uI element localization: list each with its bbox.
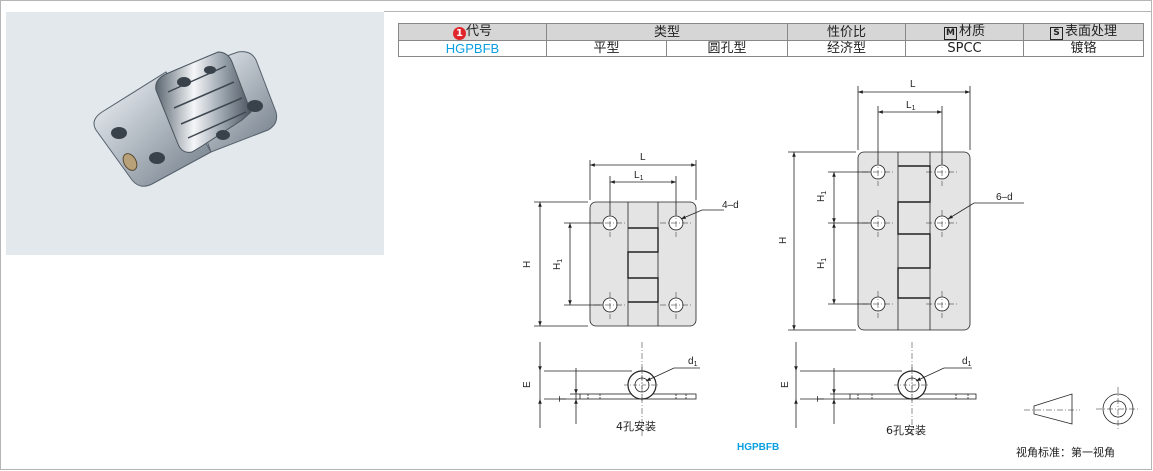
- left-hinge-front-view: [534, 160, 724, 327]
- spec-table-row: HGPBFB 平型 圆孔型 经济型 SPCC 镀铬: [398, 40, 1144, 57]
- left-label-holes: 4–d: [722, 200, 739, 211]
- right-label-holes: 6–d: [996, 192, 1013, 203]
- right-caption: 6孔安装: [886, 423, 926, 437]
- technical-drawing: L L1 H H1 4–d E T d1 4孔安装 L L1 H H1 H1 6…: [522, 79, 1140, 438]
- hinge-photo-image: [93, 51, 278, 187]
- drawing-code-label: HGPBFB: [737, 442, 780, 453]
- left-label-d1: d1: [688, 356, 698, 368]
- row-material: SPCC: [905, 40, 1024, 57]
- left-label-L: L: [640, 152, 646, 163]
- right-label-d1: d1: [962, 356, 972, 368]
- right-label-H1-bottom: H1: [816, 258, 828, 269]
- left-label-E: E: [522, 381, 533, 388]
- row-price: 经济型: [787, 40, 906, 57]
- right-label-E: E: [780, 381, 791, 388]
- first-angle-projection-icon: [1024, 387, 1140, 431]
- right-hinge-front-view: [788, 86, 1024, 331]
- row-surface: 镀铬: [1023, 40, 1144, 57]
- material-badge-icon: M: [943, 27, 957, 40]
- right-label-T: T: [816, 396, 827, 402]
- header-price: 性价比: [787, 23, 906, 41]
- right-hinge-side-view: [794, 342, 977, 438]
- left-label-H1: H1: [552, 259, 564, 270]
- right-label-L1: L1: [906, 100, 916, 112]
- right-label-H1-top: H1: [816, 191, 828, 202]
- header-type: 类型: [546, 23, 788, 41]
- right-dimension-labels: L L1 H H1 H1 6–d E T d1 6孔安装: [778, 79, 1013, 437]
- product-photo: [6, 12, 384, 255]
- row-code[interactable]: HGPBFB: [398, 40, 547, 57]
- left-hinge-side-view: [538, 342, 700, 438]
- header-material-label: 材质: [958, 24, 985, 39]
- view-standard-label: 视角标准：第一视角: [1016, 446, 1115, 459]
- left-label-L1: L1: [634, 170, 644, 182]
- header-surface-label: 表面处理: [1064, 24, 1117, 39]
- header-code-label: 代号: [465, 24, 492, 39]
- left-dimension-labels: L L1 H H1 4–d E T d1 4孔安装: [522, 152, 739, 433]
- surface-badge-icon: S: [1049, 27, 1063, 40]
- left-label-H: H: [522, 261, 533, 268]
- left-label-T: T: [558, 396, 569, 402]
- row-type-b: 圆孔型: [666, 40, 788, 57]
- code-badge-icon: 1: [452, 27, 466, 40]
- top-divider: [384, 11, 1152, 12]
- right-label-L: L: [910, 79, 916, 90]
- right-label-H: H: [778, 237, 789, 244]
- left-caption: 4孔安装: [616, 419, 656, 433]
- row-type-a: 平型: [546, 40, 667, 57]
